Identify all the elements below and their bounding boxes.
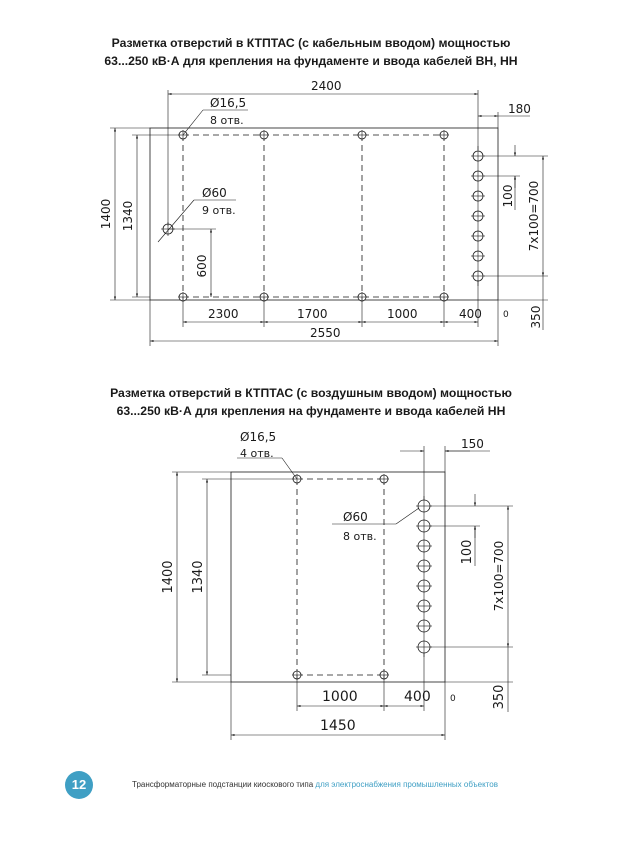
drawing2-dim-350: 350 xyxy=(492,685,507,710)
drawing2-dim-7x100: 7х100=700 xyxy=(492,541,506,612)
drawing1-dim-7x100: 7х100=700 xyxy=(527,181,541,252)
drawing1: 2400 180 Ø16,5 8 отв. Ø60 9 отв. 1400 13… xyxy=(99,79,548,346)
drawing2-dim-1400: 1400 xyxy=(161,560,176,593)
drawing2-small-hole-dia: Ø16,5 xyxy=(240,430,276,444)
drawing1-small-hole-dia: Ø16,5 xyxy=(210,96,246,110)
drawing1-small-hole-count: 8 отв. xyxy=(210,114,244,127)
drawing2-dim-150: 150 xyxy=(461,437,484,451)
drawing1-dim-0: 0 xyxy=(503,310,509,320)
drawing1-large-hole-dia: Ø60 xyxy=(202,186,227,200)
drawing2-dim-100: 100 xyxy=(460,540,475,565)
drawing1-frame xyxy=(149,127,499,301)
drawing1-dim-1000: 1000 xyxy=(387,307,418,321)
drawing1-title-line1: Разметка отверстий в КТПТАС (с кабельным… xyxy=(111,36,511,50)
footer-text: Трансформаторные подстанции киоскового т… xyxy=(132,780,498,789)
drawing1-dim-2400: 2400 xyxy=(311,79,342,93)
drawing1-dim-2300: 2300 xyxy=(208,307,239,321)
drawing1-dim-1400: 1400 xyxy=(99,199,113,230)
page-number-badge: 12 xyxy=(65,771,93,799)
drawing2-title-line2: 63...250 кВ·А для крепления на фундамент… xyxy=(116,404,506,418)
footer-text-accent: для электроснабжения промышленных объект… xyxy=(315,780,498,789)
drawing1-title: Разметка отверстий в КТПТАС (с кабельным… xyxy=(0,34,622,70)
drawing2: 150 Ø16,5 4 отв. Ø60 8 отв. 1400 1340 10… xyxy=(161,430,513,740)
drawing2-dim-1450: 1450 xyxy=(320,718,356,734)
drawing1-dim-350: 350 xyxy=(529,306,543,329)
drawing1-dim-400: 400 xyxy=(459,307,482,321)
drawing2-large-hole-dia: Ø60 xyxy=(343,510,368,524)
drawing2-small-holes xyxy=(292,474,389,680)
drawing2-small-hole-count: 4 отв. xyxy=(240,447,274,460)
drawing1-title-line2: 63...250 кВ·А для крепления на фундамент… xyxy=(104,54,518,68)
footer-text-main: Трансформаторные подстанции киоскового т… xyxy=(132,780,314,789)
drawing2-dim-1000: 1000 xyxy=(322,689,358,705)
drawing1-large-hole-count: 9 отв. xyxy=(202,204,236,217)
drawing2-dim-0: 0 xyxy=(450,694,456,704)
drawing2-large-hole-count: 8 отв. xyxy=(343,530,377,543)
drawing1-dim-600: 600 xyxy=(195,255,209,278)
drawing2-title-line1: Разметка отверстий в КТПТАС (с воздушным… xyxy=(110,386,512,400)
drawing1-large-hole-column xyxy=(471,146,485,286)
drawing1-dim-100: 100 xyxy=(501,185,515,208)
drawing1-dim-1700: 1700 xyxy=(297,307,328,321)
drawing1-dim-2550: 2550 xyxy=(310,326,341,340)
drawing2-dim-1340: 1340 xyxy=(191,560,206,593)
drawing2-dim-400: 400 xyxy=(404,689,431,705)
drawing2-frame xyxy=(230,471,446,683)
drawing2-large-hole-column xyxy=(416,496,432,657)
drawing2-title: Разметка отверстий в КТПТАС (с воздушным… xyxy=(0,384,622,420)
drawing1-dim-180: 180 xyxy=(508,102,531,116)
drawing1-dim-1340: 1340 xyxy=(121,201,135,232)
